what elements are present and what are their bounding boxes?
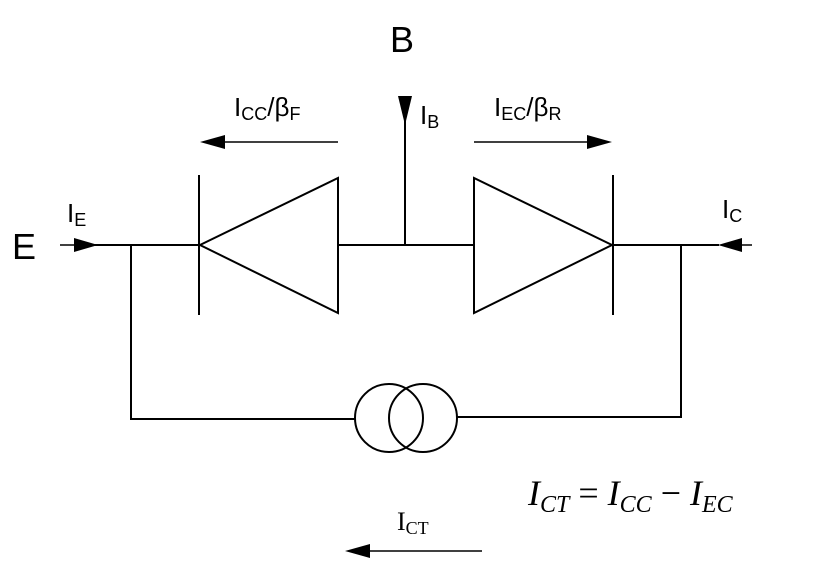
- iec-beta-r-arrow: [474, 135, 612, 149]
- iec-beta-r-label: IEC/βR: [494, 92, 561, 124]
- transport-current-arrow: [345, 544, 482, 558]
- base-current-label: IB: [420, 100, 439, 132]
- current-source-circle-left: [354, 383, 424, 453]
- emitter-current-label: IE: [67, 198, 86, 230]
- base-arrowhead: [398, 96, 412, 125]
- right-diode-triangle: [473, 176, 615, 315]
- emitter-terminal-label: E: [12, 226, 36, 267]
- base-emitter-diode: [197, 175, 339, 315]
- collector-arrowhead: [718, 238, 742, 252]
- transport-arrowhead: [345, 544, 370, 558]
- collector-current-label: IC: [722, 194, 742, 226]
- base-collector-diode: [473, 175, 615, 315]
- icc-beta-f-label: ICC/βF: [234, 92, 300, 124]
- base-terminal-label: B: [390, 19, 414, 60]
- right-loop-wire: [456, 244, 682, 418]
- current-source-circle-right: [388, 383, 458, 453]
- transport-equation: ICT = ICC − IEC: [527, 473, 734, 518]
- transport-current-label: ICT: [397, 507, 429, 538]
- icc-beta-f-arrowhead: [200, 135, 225, 149]
- iec-beta-r-arrowhead: [587, 135, 612, 149]
- icc-beta-f-arrow: [200, 135, 338, 149]
- emitter-arrowhead: [74, 238, 98, 252]
- left-diode-triangle: [197, 176, 339, 315]
- base-current-arrow: [398, 96, 412, 125]
- collector-current-arrow: [718, 238, 752, 252]
- current-source-symbol: [354, 383, 458, 453]
- emitter-current-arrow: [60, 238, 98, 252]
- left-loop-wire: [130, 244, 356, 420]
